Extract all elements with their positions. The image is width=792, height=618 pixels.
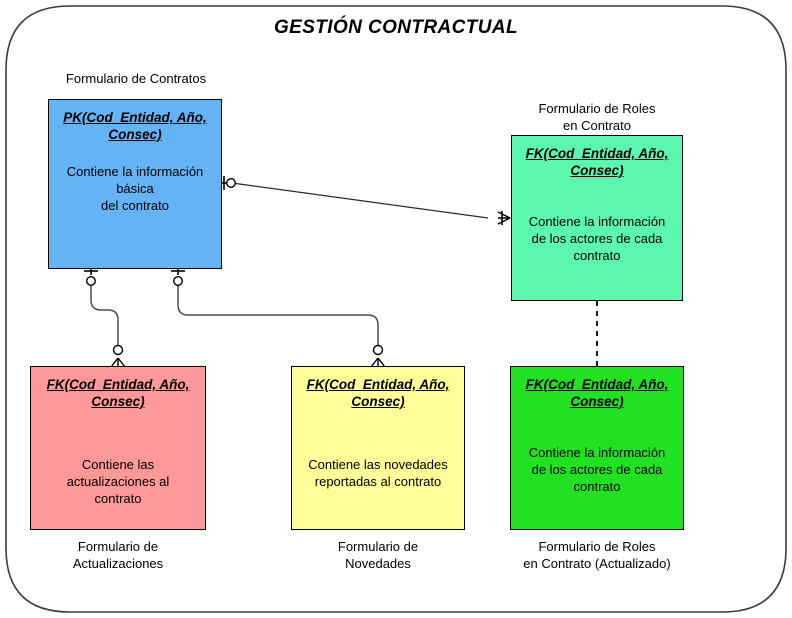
caption-updates-line2: Actualizaciones <box>72 556 164 571</box>
connector-contracts-news <box>171 268 386 368</box>
entity-roles[interactable]: FK(Cod_Entidad, Año, Consec) Contiene la… <box>511 135 683 301</box>
entity-contracts[interactable]: PK(Cod_Entidad, Año, Consec) Contiene la… <box>48 99 222 269</box>
entity-updates-desc-line3: contrato <box>94 491 142 506</box>
entity-updates-desc-line1: Contiene las <box>81 457 155 472</box>
entity-news-key: FK(Cod_Entidad, Año, Consec) <box>306 377 450 409</box>
caption-roles: Formulario de Roles en Contrato <box>509 100 685 134</box>
entity-updates-key: FK(Cod_Entidad, Año, Consec) <box>46 377 190 409</box>
entity-roles-desc-line3: contrato <box>573 248 621 263</box>
entity-contracts-desc-line2: básica <box>116 181 154 196</box>
caption-roles-line1: Formulario de Roles <box>538 101 656 116</box>
entity-roles-updated-key: FK(Cod_Entidad, Año, Consec) <box>525 377 669 409</box>
entity-contracts-key: PK(Cod_Entidad, Año, Consec) <box>63 110 207 142</box>
entity-roles-updated[interactable]: FK(Cod_Entidad, Año, Consec) Contiene la… <box>510 366 684 530</box>
connector-contracts-roles <box>222 176 511 225</box>
entity-roles-updated-desc-line2: de los actores de cada <box>531 462 663 477</box>
entity-news-desc-line1: Contiene las novedades <box>308 457 448 472</box>
entity-updates-desc-line2: actualizaciones al <box>66 474 170 489</box>
entity-roles-updated-desc-line1: Contiene la información <box>528 445 666 460</box>
entity-updates[interactable]: FK(Cod_Entidad, Año, Consec) Contiene la… <box>30 366 206 530</box>
outer-rounded-container <box>5 5 787 613</box>
entity-news-desc-line2: reportadas al contrato <box>314 474 442 489</box>
caption-contracts-line1: Formulario de Contratos <box>65 71 207 86</box>
entity-roles-desc-line1: Contiene la información <box>528 214 666 229</box>
caption-contracts: Formulario de Contratos <box>48 70 224 87</box>
entity-news[interactable]: FK(Cod_Entidad, Año, Consec) Contiene la… <box>291 366 465 530</box>
page-title: GESTIÓN CONTRACTUAL <box>273 17 519 38</box>
caption-roles-updated-line2: en Contrato (Actualizado) <box>523 556 671 571</box>
caption-news: Formulario de Novedades <box>291 538 465 572</box>
entity-roles-desc-line2: de los actores de cada <box>531 231 663 246</box>
entity-contracts-desc-line3: del contrato <box>101 198 169 213</box>
entity-contracts-desc-line1: Contiene la información <box>66 164 204 179</box>
entity-roles-updated-desc-line3: contrato <box>573 479 621 494</box>
caption-roles-updated: Formulario de Roles en Contrato (Actuali… <box>500 538 694 572</box>
caption-updates: Formulario de Actualizaciones <box>30 538 206 572</box>
connector-contracts-updates <box>84 268 126 368</box>
caption-news-line2: Novedades <box>345 556 411 571</box>
caption-roles-updated-line1: Formulario de Roles <box>538 539 656 554</box>
caption-news-line1: Formulario de <box>337 539 419 554</box>
entity-roles-key: FK(Cod_Entidad, Año, Consec) <box>525 146 669 178</box>
caption-roles-line2: en Contrato <box>563 118 631 133</box>
caption-updates-line1: Formulario de <box>77 539 159 554</box>
